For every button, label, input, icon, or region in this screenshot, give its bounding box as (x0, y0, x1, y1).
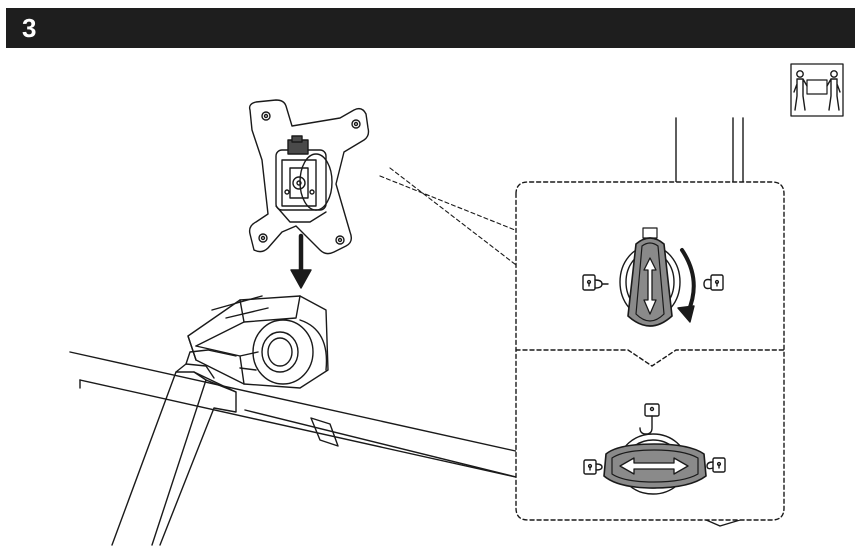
knob-unlocked-detail (603, 433, 707, 495)
monitor-arm (111, 295, 329, 546)
padlock-closed-icon (582, 274, 609, 291)
detail-callout (515, 181, 785, 521)
callout-leader-lines (379, 167, 521, 269)
vesa-plate (248, 99, 370, 255)
knob-locked-detail (619, 227, 681, 327)
padlock-open-icon (706, 457, 726, 473)
padlock-closed-icon (583, 459, 603, 475)
step-number: 3 (22, 13, 37, 43)
two-person-lift-icon (790, 63, 844, 117)
desk-outline (69, 351, 741, 527)
hook-icon (639, 403, 660, 435)
clockwise-rotate-arrow-icon (677, 248, 696, 323)
mount-pole (675, 117, 744, 184)
padlock-open-icon (703, 274, 724, 291)
step-header-bar: 3 (6, 8, 855, 48)
down-arrow-icon (290, 233, 312, 289)
